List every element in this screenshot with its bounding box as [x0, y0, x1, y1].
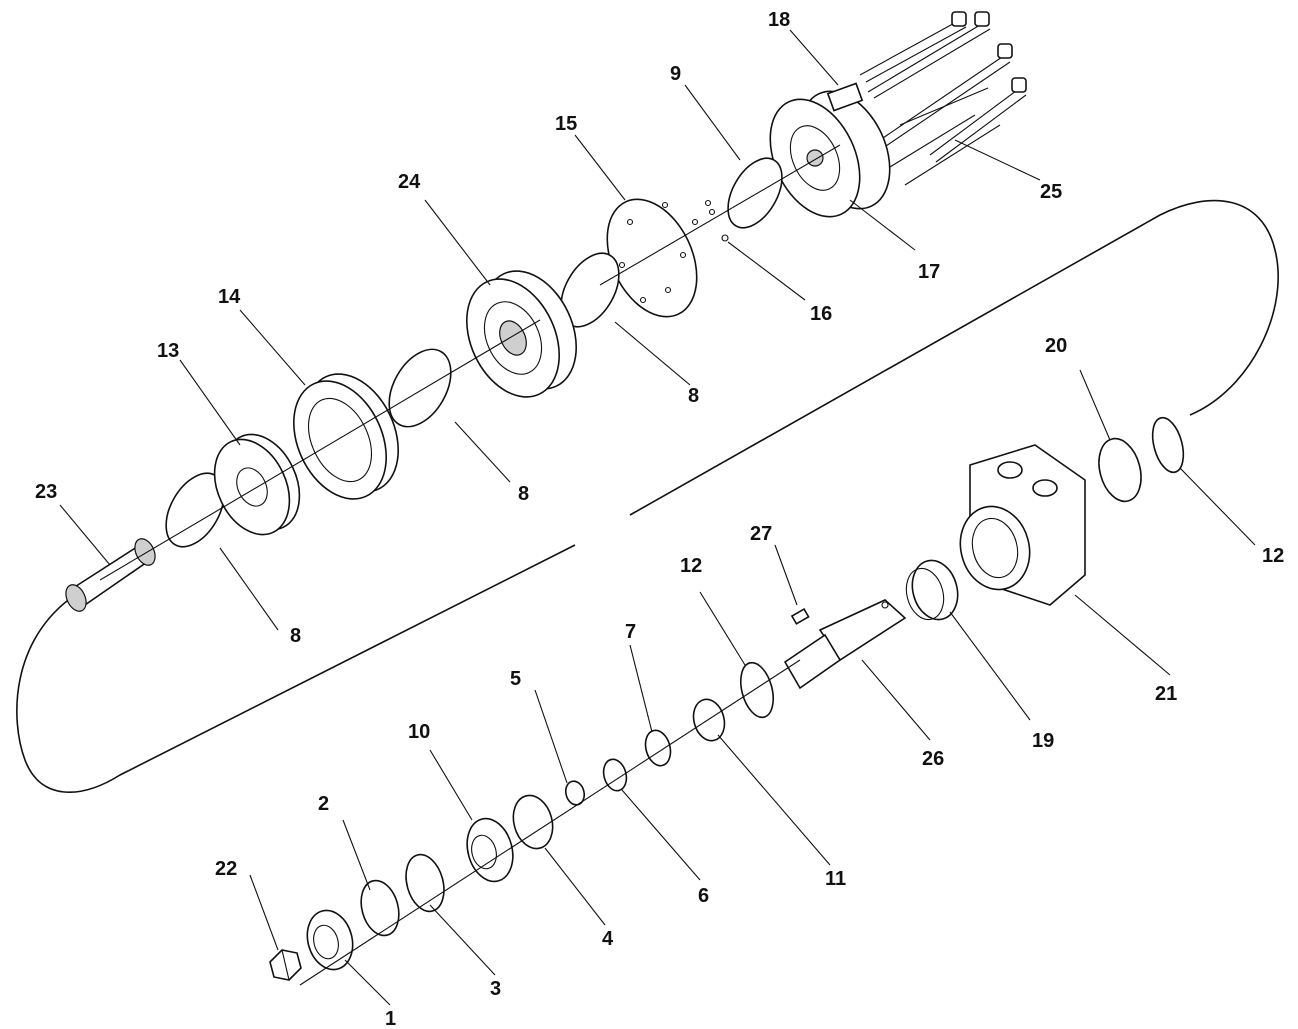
seal-7	[644, 729, 672, 767]
label-21: 21	[1155, 683, 1177, 705]
thrust-bearing-12-right	[1151, 416, 1185, 474]
gerotor-set	[465, 270, 578, 398]
label-2: 2	[318, 793, 329, 815]
o-ring-9	[727, 157, 783, 229]
bolt-set	[859, 11, 1027, 186]
label-18: 18	[768, 9, 790, 31]
washer-11	[692, 698, 726, 742]
label-15: 15	[555, 113, 577, 135]
dust-seal-1	[306, 909, 354, 971]
label-4: 4	[602, 928, 614, 950]
label-8-lower: 8	[290, 625, 301, 647]
wear-plate	[213, 433, 301, 536]
o-ring-8-middle	[388, 348, 452, 428]
spacer-ring	[292, 373, 400, 500]
label-5: 5	[510, 668, 521, 690]
label-6: 6	[698, 885, 709, 907]
label-10: 10	[408, 721, 430, 743]
part-labels: 1 2 3 4 5 6 7 8 8 8 9 10 11 12 12 13 14 …	[35, 9, 1284, 1029]
seal-2	[360, 879, 400, 937]
label-25: 25	[1040, 181, 1062, 203]
label-24: 24	[398, 171, 421, 193]
label-7: 7	[625, 621, 636, 643]
label-17: 17	[918, 261, 940, 283]
end-cover	[769, 82, 891, 218]
label-1: 1	[385, 1008, 396, 1029]
label-22: 22	[215, 858, 237, 880]
label-11: 11	[825, 868, 846, 890]
label-14: 14	[218, 286, 241, 308]
bearing-race-20	[1098, 437, 1142, 503]
label-12-lower: 12	[680, 555, 702, 577]
label-27: 27	[750, 523, 772, 545]
seal-4	[512, 794, 554, 850]
key-27	[790, 607, 810, 625]
leader-lines	[59, 29, 1256, 1006]
label-8-middle: 8	[518, 483, 529, 505]
label-16: 16	[810, 303, 832, 325]
label-19: 19	[1032, 730, 1054, 752]
nut-22	[269, 949, 302, 981]
thrust-bearing-12-left	[739, 661, 775, 719]
ring-5	[564, 780, 586, 806]
housing	[959, 444, 1086, 606]
label-26: 26	[922, 748, 944, 770]
ring-6	[602, 758, 628, 792]
drive-shaft	[65, 538, 156, 612]
o-ring-3	[405, 853, 445, 913]
needle-bearing	[905, 559, 959, 621]
label-3: 3	[490, 978, 501, 1000]
label-12-right: 12	[1262, 545, 1284, 567]
label-13: 13	[157, 340, 179, 362]
label-20: 20	[1045, 335, 1067, 357]
bearing-10	[466, 817, 514, 883]
output-shaft	[783, 599, 907, 690]
label-9: 9	[670, 63, 681, 85]
assembly-axis-loop	[16, 199, 1279, 793]
label-8-upper: 8	[688, 385, 699, 407]
label-23: 23	[35, 481, 57, 503]
